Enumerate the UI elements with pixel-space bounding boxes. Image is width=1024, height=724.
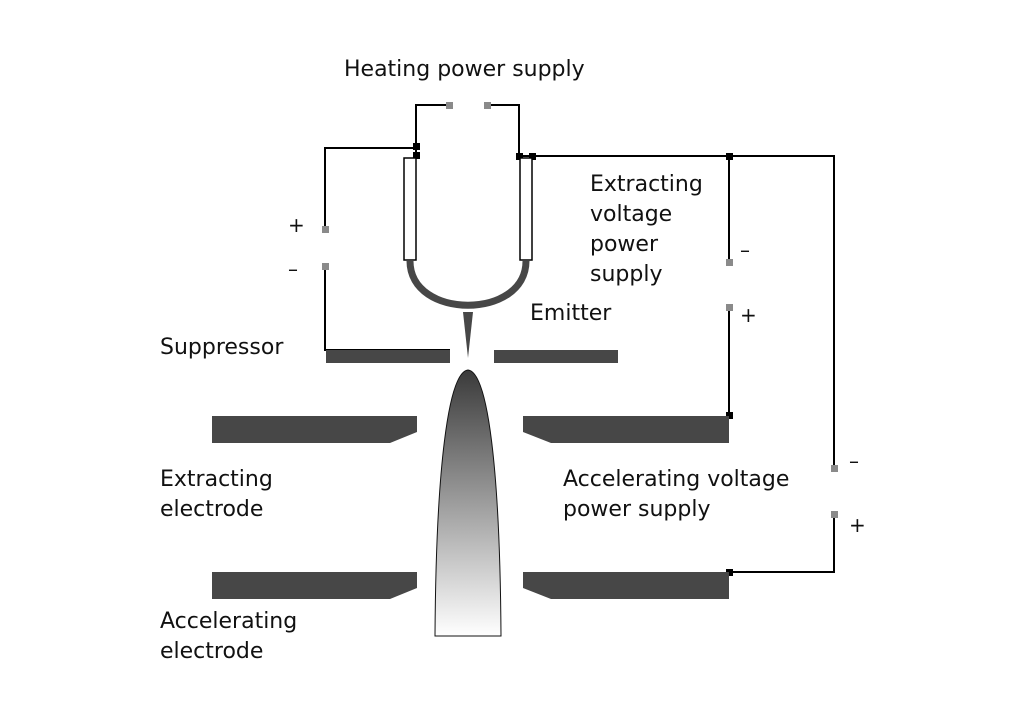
filament-support-left (403, 157, 417, 261)
suppressor-plate-left (326, 350, 450, 363)
extracting-supply-label-line1: Extracting (590, 172, 703, 197)
extracting-plus-sign: + (740, 303, 757, 327)
extracting-electrode-left (212, 416, 417, 443)
filament-loop (406, 260, 530, 309)
extracting-supply-terminal-minus (726, 259, 733, 266)
suppressor-supply-terminal-minus (322, 263, 329, 270)
supply-circuit-wires (519, 155, 835, 573)
extracting-supply-label-line3: power (590, 232, 658, 257)
extracting-electrode-label-line1: Extracting (160, 467, 273, 492)
accelerating-supply-terminal-minus (831, 465, 838, 472)
extracting-electrode-right (523, 416, 729, 443)
accelerating-minus-sign: – (849, 449, 859, 473)
accelerating-electrode-label-line2: electrode (160, 639, 264, 664)
accelerating-supply-label-line2: power supply (563, 497, 711, 522)
extracting-supply-label-line4: supply (590, 262, 663, 287)
accelerating-plus-sign: + (849, 513, 866, 537)
suppressor-plus-sign: + (288, 213, 305, 237)
filament-support-right (519, 157, 533, 261)
extracting-minus-sign: – (740, 238, 750, 262)
heating-supply-terminal-right (484, 102, 491, 109)
suppressor-circuit-wires (324, 147, 450, 351)
emitter-tip (463, 312, 473, 358)
accelerating-supply-label-line1: Accelerating voltage (563, 467, 790, 492)
accelerating-electrode-left (212, 572, 417, 599)
accelerating-electrode-right (523, 572, 729, 599)
accelerating-supply-terminal-plus (831, 511, 838, 518)
extracting-electrode-label-line2: electrode (160, 497, 264, 522)
electron-beam (434, 369, 502, 637)
suppressor-label: Suppressor (160, 335, 284, 360)
suppressor-supply-terminal-plus (322, 226, 329, 233)
heating-supply-terminal-left (446, 102, 453, 109)
suppressor-minus-sign: – (288, 257, 298, 281)
extracting-supply-terminal-plus (726, 304, 733, 311)
emitter-label: Emitter (530, 301, 612, 326)
heating-supply-label: Heating power supply (344, 57, 585, 82)
heating-circuit-wires (415, 104, 520, 158)
accelerating-electrode-label-line1: Accelerating (160, 609, 298, 634)
extracting-supply-label-line2: voltage (590, 202, 673, 227)
suppressor-plate-right (494, 350, 618, 363)
junction-dots (413, 143, 733, 576)
